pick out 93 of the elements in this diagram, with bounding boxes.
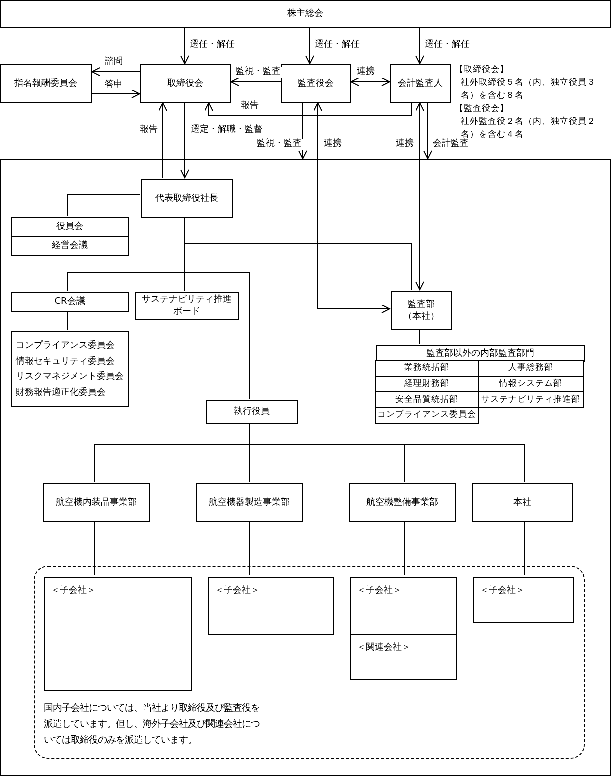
edge-label: 監視・監査 bbox=[256, 139, 303, 150]
org-box bbox=[206, 400, 298, 424]
box-text: 代表取締役社長 bbox=[156, 192, 218, 204]
edge-label: 連携 bbox=[395, 139, 415, 150]
arrow bbox=[350, 78, 390, 86]
arrow bbox=[416, 102, 424, 290]
edge-label: 報告 bbox=[240, 101, 260, 112]
org-box bbox=[140, 64, 231, 103]
org-box bbox=[11, 217, 129, 237]
table-cell: 業務統括部 bbox=[375, 360, 479, 377]
org-box bbox=[0, 64, 92, 103]
arrow bbox=[180, 102, 190, 178]
box-text: 航空機整備事業部 bbox=[366, 496, 438, 508]
note-text: 国内子会社については、当社より取締役及び監査役を派遣しています。但し、海外子会社及び関連会社については取締役のみを派遣しています。 bbox=[44, 702, 261, 748]
org-box bbox=[350, 577, 457, 635]
org-box bbox=[141, 179, 233, 218]
edge-label: 選任・解任 bbox=[189, 40, 236, 51]
arrow bbox=[298, 102, 308, 160]
box-text: 本社 bbox=[514, 496, 532, 508]
note-heading: 【監査役会】 bbox=[455, 103, 510, 116]
arrow bbox=[230, 78, 282, 86]
box-text: 会計監査人 bbox=[398, 78, 443, 90]
edge-label: 選任・解任 bbox=[314, 40, 361, 51]
note-text: 社外取締役５名（内、独立役員３名）を含む８名 bbox=[461, 77, 597, 103]
org-box bbox=[135, 292, 239, 320]
box-text: サステナビリティ推進ボード bbox=[141, 294, 233, 318]
org-box bbox=[390, 64, 451, 103]
org-box bbox=[43, 483, 150, 522]
box-text: 監査役会 bbox=[298, 78, 334, 90]
org-box bbox=[473, 577, 574, 623]
note-heading: 【取締役会】 bbox=[455, 64, 510, 77]
edge-label: 報告 bbox=[139, 125, 159, 136]
arrow bbox=[158, 102, 168, 178]
org-box bbox=[350, 634, 457, 680]
box-text: 航空機器製造事業部 bbox=[209, 496, 290, 508]
box-text: 株主総会 bbox=[288, 8, 324, 20]
edge-label: 連携 bbox=[323, 139, 343, 150]
arrow bbox=[204, 102, 412, 116]
box-text: CR会議 bbox=[54, 296, 86, 308]
box-text: 役員会 bbox=[56, 221, 84, 233]
box-text: 監査部以外の内部監査部門 bbox=[426, 348, 534, 360]
org-box bbox=[391, 291, 452, 330]
box-text: ＜子会社＞ bbox=[357, 584, 403, 598]
meeting-box bbox=[0, 0, 611, 28]
connector-line bbox=[94, 520, 96, 576]
box-text: ＜子会社＞ bbox=[480, 584, 526, 598]
edge-label: 選任・解任 bbox=[424, 40, 471, 51]
table-cell: サステナビリティ推進部 bbox=[478, 391, 584, 408]
org-box bbox=[11, 236, 129, 256]
arrow bbox=[180, 28, 190, 64]
note-text: 社外監査役２名（内、独立役員２名）を含む４名 bbox=[461, 116, 597, 140]
org-box bbox=[208, 577, 334, 635]
org-box bbox=[472, 483, 573, 522]
box-text: ＜子会社＞ bbox=[51, 584, 97, 598]
box-text: リスクマネジメント委員会 bbox=[16, 370, 124, 384]
arrow bbox=[92, 68, 140, 76]
arrow bbox=[424, 102, 432, 160]
org-box bbox=[44, 577, 192, 691]
edge-label: 監視・監査 bbox=[235, 67, 282, 78]
box-text: （本社） bbox=[404, 310, 440, 322]
org-box bbox=[281, 64, 351, 103]
box-text: 財務報告適正化委員会 bbox=[16, 386, 107, 400]
box-text: 情報セキュリティ委員会 bbox=[16, 355, 116, 368]
arrow bbox=[306, 28, 314, 64]
edge-label: 答申 bbox=[104, 80, 124, 91]
table-cell: 人事総務部 bbox=[478, 360, 584, 377]
connector-line bbox=[404, 520, 406, 576]
edge-label: 会計監査 bbox=[432, 139, 470, 150]
arrow bbox=[416, 28, 424, 64]
box-text: 航空機内装品事業部 bbox=[56, 496, 137, 508]
connector-line bbox=[68, 194, 140, 216]
connector-line bbox=[184, 216, 250, 400]
box-text: ＜子会社＞ bbox=[215, 584, 261, 598]
box-text: 監査部 bbox=[408, 298, 435, 310]
box-text: ＜関連会社＞ bbox=[357, 642, 412, 655]
org-box bbox=[11, 292, 129, 312]
arrow bbox=[92, 90, 140, 98]
company-frame bbox=[0, 159, 611, 776]
group-frame bbox=[34, 566, 585, 759]
edge-label: 選定・解職・監督 bbox=[190, 125, 264, 136]
box-text: 経営会議 bbox=[52, 240, 88, 252]
box-text: 取締役会 bbox=[168, 78, 204, 90]
box-text: 執行役員 bbox=[234, 406, 270, 418]
edge-label: 諮問 bbox=[104, 57, 124, 68]
box-text: コンプライアンス委員会 bbox=[16, 339, 116, 353]
org-box bbox=[196, 483, 303, 522]
arrow bbox=[314, 102, 390, 314]
org-box bbox=[11, 331, 129, 407]
connector-line bbox=[524, 520, 526, 576]
org-box bbox=[349, 483, 456, 522]
edge-label: 連携 bbox=[356, 67, 376, 78]
box-text: 指名報酬委員会 bbox=[14, 78, 78, 90]
table-cell: コンプライアンス委員会 bbox=[375, 407, 479, 424]
